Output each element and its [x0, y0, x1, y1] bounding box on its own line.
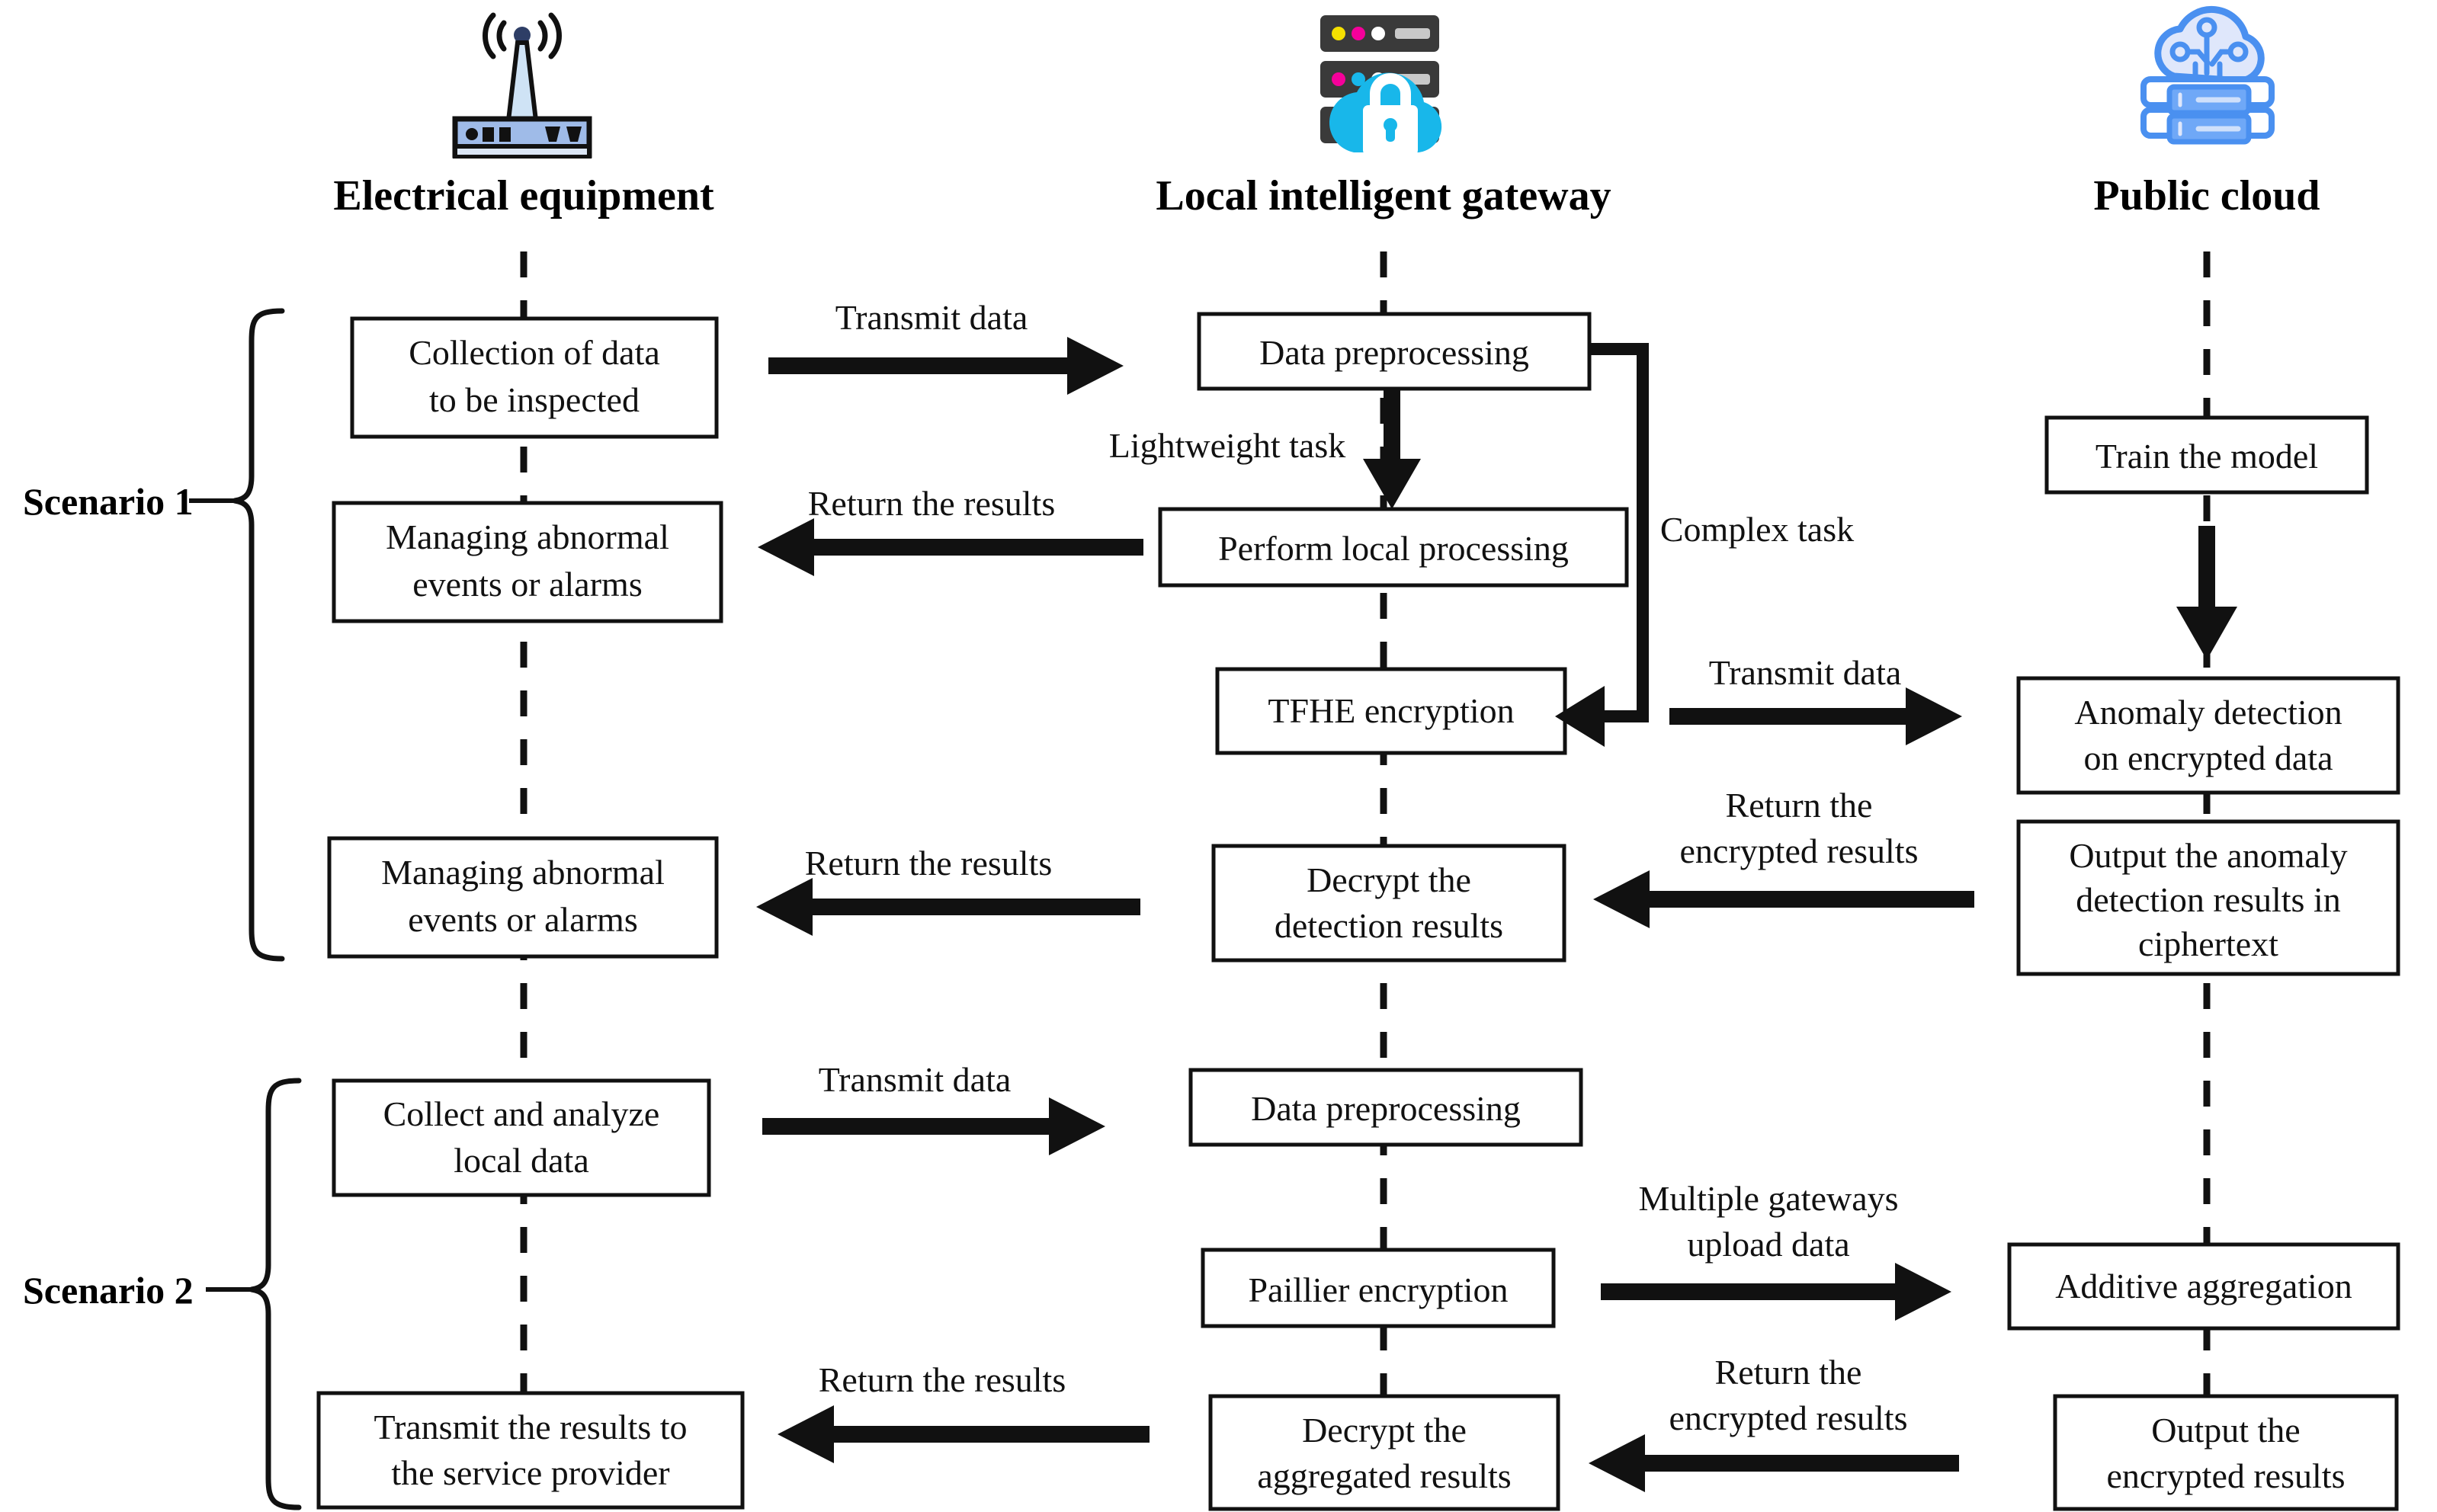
node-data-preprocessing-1[interactable]: Data preprocessing	[1197, 312, 1592, 391]
node-collection-of-data[interactable]: Collection of data to be inspected	[350, 316, 719, 439]
svg-text:Collection of data: Collection of data	[409, 333, 660, 372]
svg-text:Output the anomaly: Output the anomaly	[2069, 836, 2347, 875]
svg-text:Train the model: Train the model	[2095, 437, 2318, 476]
svg-text:Return the: Return the	[1726, 786, 1873, 825]
node-perform-local-processing[interactable]: Perform local processing	[1158, 507, 1629, 588]
edge-return-results-2: Return the results	[756, 844, 1140, 936]
svg-text:to be inspected: to be inspected	[429, 380, 640, 419]
edge-multiple-gateways: Multiple gateways upload data	[1601, 1179, 1951, 1321]
svg-text:Multiple gateways: Multiple gateways	[1638, 1179, 1898, 1218]
svg-text:upload data: upload data	[1687, 1225, 1849, 1264]
svg-text:on encrypted data: on encrypted data	[2084, 738, 2333, 777]
svg-text:Paillier encryption: Paillier encryption	[1248, 1270, 1508, 1309]
edge-train-to-anomaly	[2176, 526, 2237, 660]
svg-text:Transmit the results to: Transmit the results to	[374, 1408, 687, 1446]
node-paillier-encryption[interactable]: Paillier encryption	[1201, 1248, 1556, 1328]
svg-text:aggregated results: aggregated results	[1257, 1456, 1511, 1495]
node-managing-abnormal-1[interactable]: Managing abnormal events or alarms	[332, 501, 723, 623]
edge-transmit-data-2: Transmit data	[1669, 653, 1962, 745]
svg-text:events or alarms: events or alarms	[412, 565, 642, 604]
svg-text:Return the results: Return the results	[808, 484, 1056, 523]
svg-text:Additive aggregation: Additive aggregation	[2055, 1267, 2352, 1305]
column-header-cloud: Public cloud	[2093, 172, 2320, 219]
svg-text:encrypted results: encrypted results	[2107, 1456, 2346, 1495]
svg-text:TFHE encryption: TFHE encryption	[1268, 691, 1514, 730]
svg-text:Anomaly detection: Anomaly detection	[2074, 693, 2342, 732]
svg-text:Return the results: Return the results	[805, 844, 1053, 883]
svg-text:Transmit data: Transmit data	[1709, 653, 1902, 692]
edge-return-results-1: Return the results	[758, 484, 1143, 576]
wireless-router-icon	[438, 6, 606, 159]
svg-text:detection results in: detection results in	[2076, 880, 2340, 919]
svg-text:Complex task: Complex task	[1660, 510, 1854, 549]
svg-text:Data preprocessing: Data preprocessing	[1259, 333, 1529, 372]
svg-text:Perform local processing: Perform local processing	[1218, 529, 1569, 568]
svg-text:encrypted results: encrypted results	[1669, 1398, 1908, 1437]
svg-text:detection results: detection results	[1275, 906, 1503, 945]
edge-lightweight-task: Lightweight task	[1109, 390, 1421, 509]
node-train-the-model[interactable]: Train the model	[2044, 415, 2369, 495]
edge-transmit-data-1: Transmit data	[768, 298, 1124, 395]
node-decrypt-detection[interactable]: Decrypt the detection results	[1211, 844, 1566, 963]
node-tfhe-encryption[interactable]: TFHE encryption	[1215, 667, 1567, 755]
node-transmit-results-sp[interactable]: Transmit the results to the service prov…	[316, 1391, 745, 1510]
node-data-preprocessing-2[interactable]: Data preprocessing	[1188, 1068, 1583, 1147]
node-collect-analyze-local[interactable]: Collect and analyze local data	[332, 1078, 711, 1197]
node-output-encrypted[interactable]: Output the encrypted results	[2053, 1394, 2399, 1511]
node-decrypt-aggregated[interactable]: Decrypt the aggregated results	[1208, 1394, 1560, 1511]
server-cloud-lock-icon	[1296, 3, 1464, 163]
svg-text:events or alarms: events or alarms	[408, 900, 637, 939]
svg-text:Collect and analyze: Collect and analyze	[383, 1094, 660, 1133]
node-output-anomaly-cipher[interactable]: Output the anomaly detection results in …	[2016, 819, 2400, 976]
svg-text:Output the: Output the	[2151, 1411, 2300, 1450]
svg-text:Transmit data: Transmit data	[835, 298, 1028, 337]
node-additive-aggregation[interactable]: Additive aggregation	[2007, 1242, 2400, 1331]
svg-text:Return the results: Return the results	[819, 1360, 1066, 1399]
svg-text:Transmit data: Transmit data	[819, 1060, 1012, 1099]
scenario-1-label: Scenario 1	[23, 480, 194, 523]
svg-text:ciphertext: ciphertext	[2138, 924, 2278, 963]
edge-return-encrypted-1: Return the encrypted results	[1593, 786, 1974, 928]
cloud-server-network-icon	[2127, 5, 2287, 157]
svg-text:the service provider: the service provider	[391, 1453, 669, 1492]
column-header-gateway: Local intelligent gateway	[1156, 172, 1611, 219]
svg-text:Managing abnormal: Managing abnormal	[381, 853, 665, 892]
svg-text:Managing abnormal: Managing abnormal	[386, 517, 669, 556]
svg-text:Data preprocessing: Data preprocessing	[1251, 1089, 1521, 1128]
edge-return-encrypted-2: Return the encrypted results	[1589, 1353, 1959, 1492]
svg-text:Lightweight task: Lightweight task	[1109, 426, 1345, 465]
node-managing-abnormal-2[interactable]: Managing abnormal events or alarms	[327, 836, 719, 959]
scenario-2-label: Scenario 2	[23, 1269, 194, 1312]
scenario-2-brace	[249, 1078, 302, 1510]
node-anomaly-detection[interactable]: Anomaly detection on encrypted data	[2016, 676, 2400, 795]
column-header-equipment: Electrical equipment	[333, 172, 714, 219]
edge-return-results-3: Return the results	[778, 1360, 1150, 1463]
svg-text:Return the: Return the	[1715, 1353, 1862, 1392]
edge-complex-task: Complex task	[1555, 343, 1854, 747]
scenario-1-brace	[232, 308, 285, 962]
svg-text:Decrypt the: Decrypt the	[1307, 860, 1471, 899]
edge-transmit-data-3: Transmit data	[762, 1060, 1105, 1155]
svg-text:encrypted results: encrypted results	[1680, 831, 1919, 870]
svg-text:Decrypt the: Decrypt the	[1302, 1411, 1467, 1450]
svg-text:local data: local data	[454, 1141, 589, 1180]
